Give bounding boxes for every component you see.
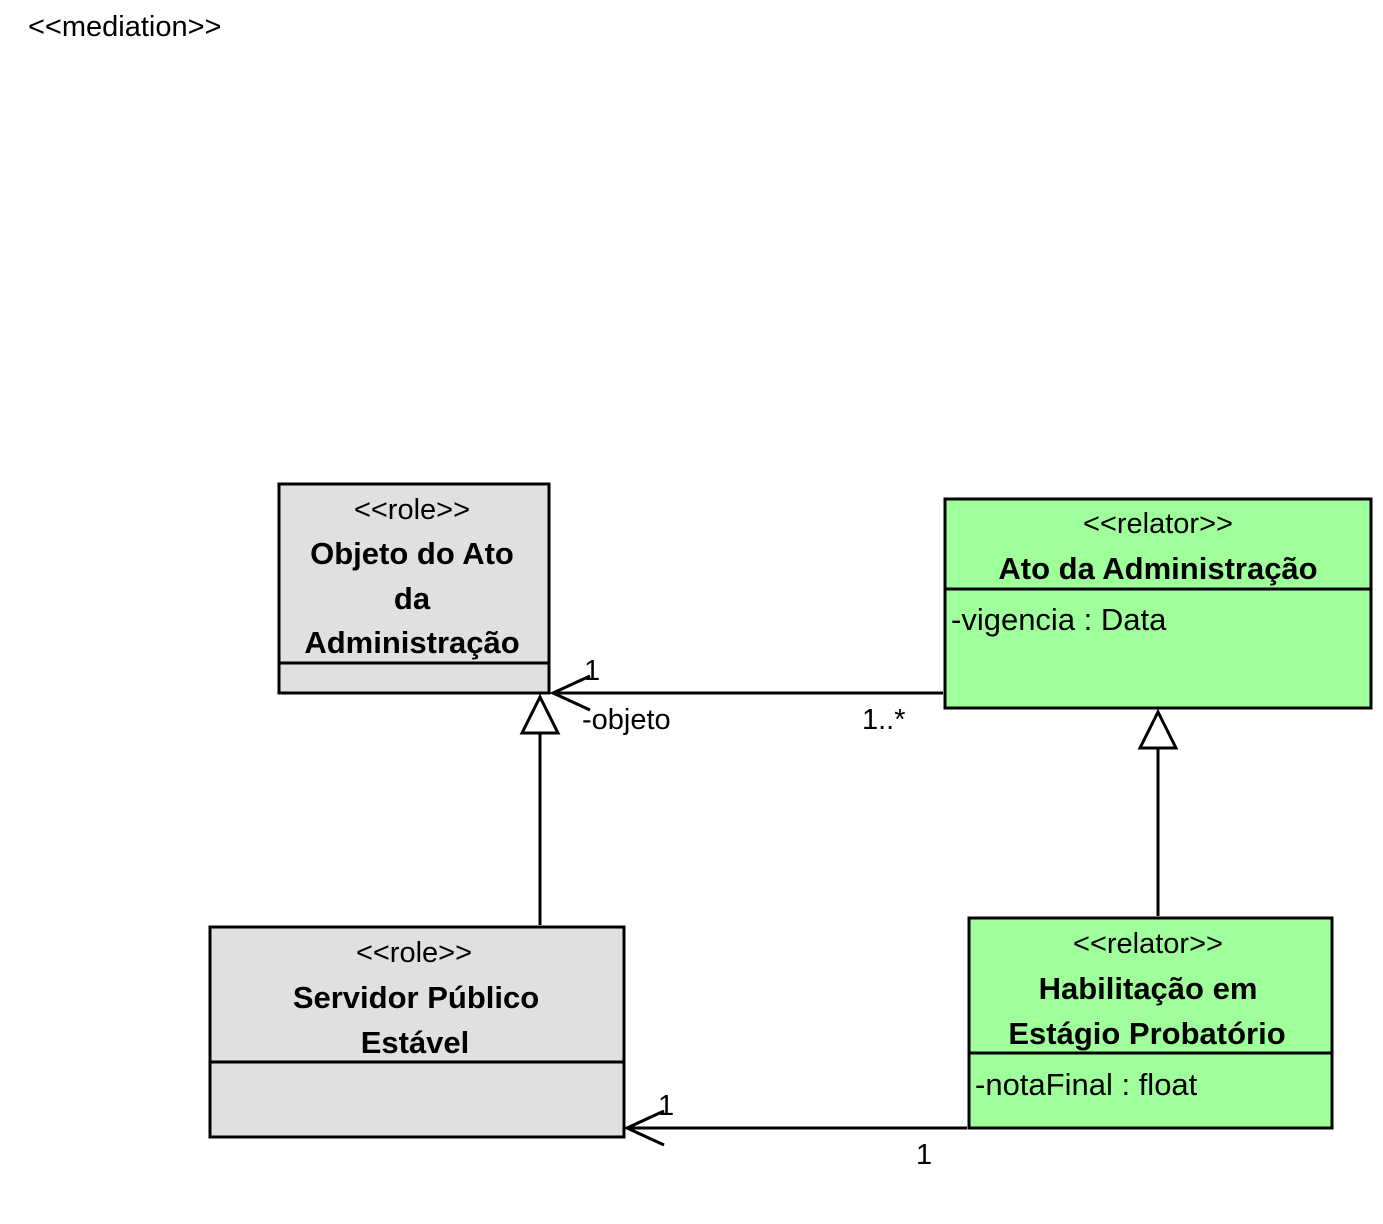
association-habilitacao-servidor[interactable] xyxy=(623,1109,967,1147)
class-objeto-stereotype: <<role>> xyxy=(354,494,470,526)
association-ato-objeto-source-multiplicity: 1..* xyxy=(862,704,906,736)
class-servidor-stereotype: <<role>> xyxy=(356,937,472,969)
class-ato-name-line-1: Ato da Administração xyxy=(998,551,1317,586)
class-servidor-name-line-2: Estável xyxy=(361,1025,470,1060)
class-habilitacao-em-estagio-probatorio[interactable]: <<relator>> Habilitação em Estágio Proba… xyxy=(967,916,1334,1130)
class-habilitacao-stereotype: <<relator>> xyxy=(1073,928,1223,960)
class-servidor-name-line-1: Servidor Público xyxy=(293,980,539,1015)
mediation-stereotype-label: <<mediation>> xyxy=(28,11,221,43)
association-ato-objeto-role-name: -objeto xyxy=(582,704,671,736)
class-ato-stereotype: <<relator>> xyxy=(1083,508,1233,540)
class-habilitacao-attribute-notafinal: -notaFinal : float xyxy=(975,1067,1198,1102)
class-objeto-name-line-3: Administração xyxy=(304,625,519,660)
generalization-servidor-objeto[interactable] xyxy=(519,693,561,925)
association-habilitacao-servidor-source-multiplicity: 1 xyxy=(916,1139,932,1171)
generalization-habilitacao-ato[interactable] xyxy=(1137,708,1179,916)
class-habilitacao-name-line-1: Habilitação em xyxy=(1039,971,1258,1006)
association-ato-objeto[interactable] xyxy=(549,674,943,712)
association-ato-objeto-target-multiplicity: 1 xyxy=(584,655,600,687)
class-ato-attribute-vigencia: -vigencia : Data xyxy=(951,602,1167,637)
association-habilitacao-servidor-target-multiplicity: 1 xyxy=(658,1090,674,1122)
class-objeto-do-ato-da-administracao[interactable]: <<role>> Objeto do Ato da Administração xyxy=(277,482,551,695)
class-habilitacao-name-line-2: Estágio Probatório xyxy=(1008,1016,1285,1051)
class-servidor-publico-estavel[interactable]: <<role>> Servidor Público Estável xyxy=(208,925,626,1139)
class-objeto-name-line-1: Objeto do Ato xyxy=(310,536,514,571)
class-ato-da-administracao[interactable]: <<relator>> Ato da Administração -vigenc… xyxy=(943,497,1373,710)
class-objeto-name-line-2: da xyxy=(394,581,431,616)
